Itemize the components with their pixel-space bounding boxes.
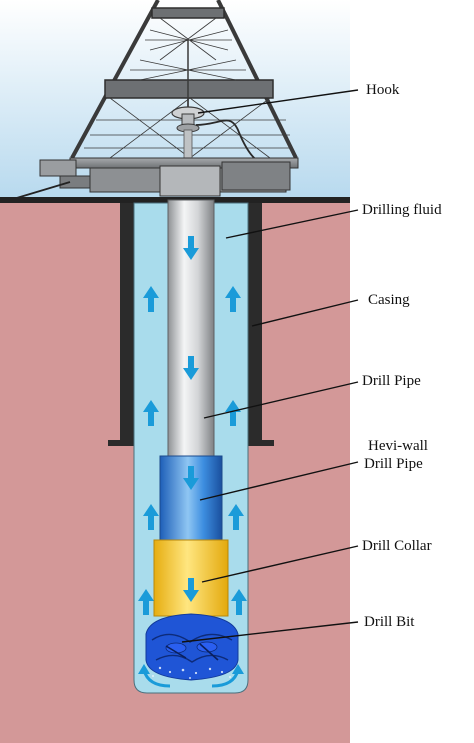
label-drill-pipe: Drill Pipe <box>362 373 421 389</box>
label-hevi-wall-line1: Hevi-wall <box>368 438 428 454</box>
label-hook: Hook <box>366 82 400 98</box>
label-drill-bit: Drill Bit <box>364 614 415 630</box>
flow-arrowheads-bottom <box>138 664 244 674</box>
label-drilling-fluid: Drilling fluid <box>362 202 442 218</box>
leader-lines <box>181 89 359 643</box>
flow-arrows-up <box>138 286 247 615</box>
derrick <box>70 0 298 159</box>
casing <box>108 203 274 446</box>
rig-deck <box>9 157 299 201</box>
label-casing: Casing <box>368 292 410 308</box>
drill-bit <box>145 613 239 681</box>
label-hevi-wall-line2: Drill Pipe <box>364 456 423 472</box>
label-drill-collar: Drill Collar <box>362 538 432 554</box>
hook-assembly <box>171 40 263 164</box>
flow-arrows-down <box>183 236 199 602</box>
